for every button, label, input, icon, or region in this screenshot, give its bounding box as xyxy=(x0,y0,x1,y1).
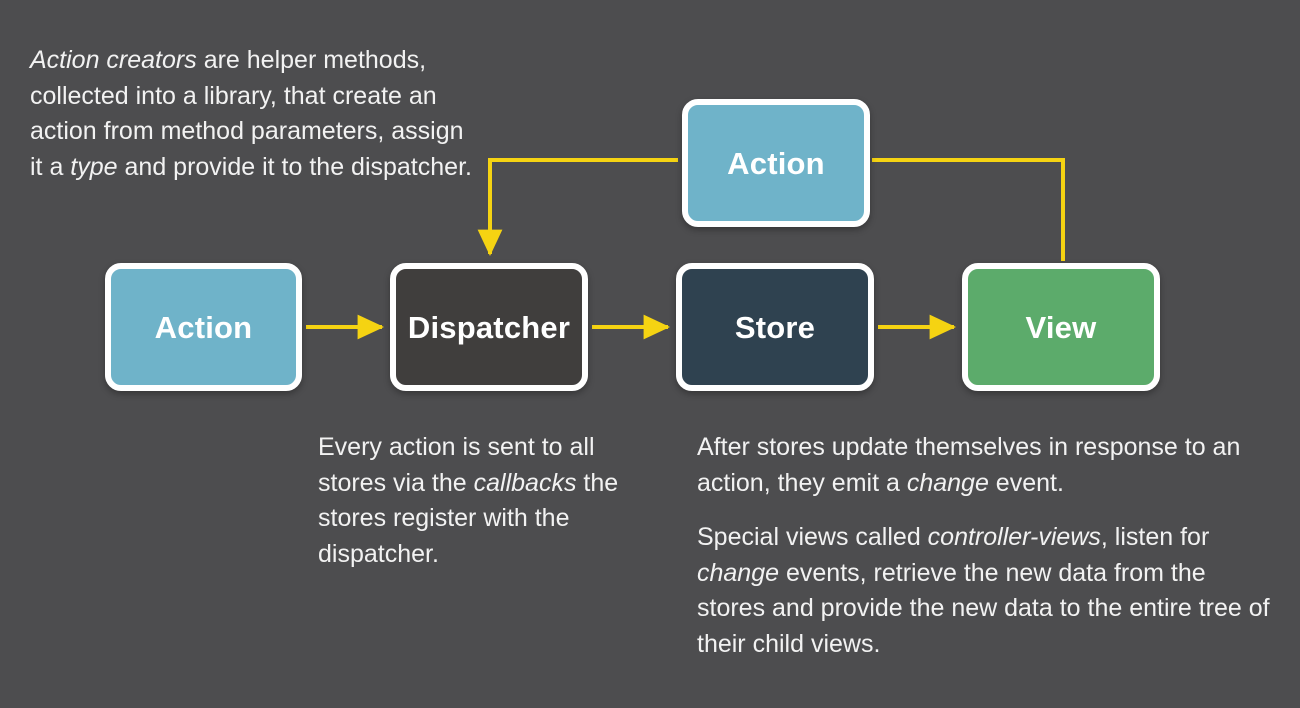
note-stores-paragraph-1: After stores update themselves in respon… xyxy=(697,433,1241,497)
note-dispatcher: Every action is sent to all stores via t… xyxy=(318,430,668,572)
node-label-action-left: Action xyxy=(154,309,253,345)
node-label-view: View xyxy=(1025,309,1097,345)
node-dispatcher[interactable]: Dispatcher xyxy=(390,263,588,391)
node-store[interactable]: Store xyxy=(676,263,874,391)
node-action-top[interactable]: Action xyxy=(682,99,870,227)
note-dispatcher-text: Every action is sent to all stores via t… xyxy=(318,433,619,568)
note-stores: After stores update themselves in respon… xyxy=(697,430,1272,662)
node-label-store: Store xyxy=(734,309,816,345)
note-action-creators-text: Action creators are helper methods, coll… xyxy=(30,46,472,181)
edge-action-to-dispatcher-elbow xyxy=(477,158,678,257)
node-label-action-top: Action xyxy=(727,145,825,181)
edge-view-to-action xyxy=(872,158,1065,261)
note-stores-paragraph-2: Special views called controller-views, l… xyxy=(697,523,1270,658)
note-action-creators: Action creators are helper methods, coll… xyxy=(30,43,475,185)
node-label-dispatcher: Dispatcher xyxy=(407,309,571,345)
node-action-left[interactable]: Action xyxy=(105,263,302,391)
node-view[interactable]: View xyxy=(962,263,1160,391)
